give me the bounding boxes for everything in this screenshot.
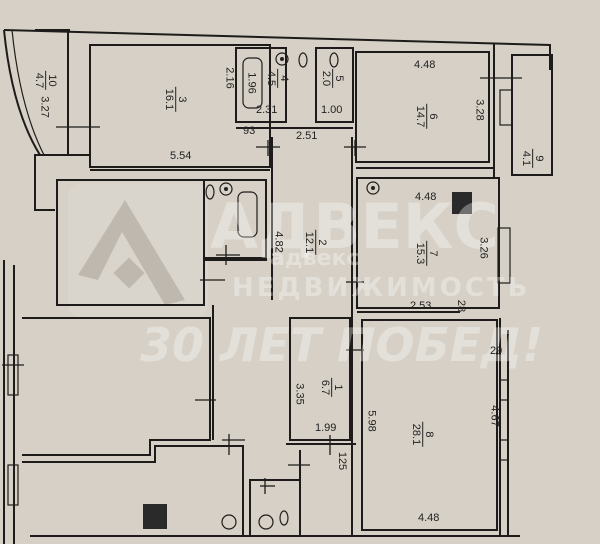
washer-icon (258, 514, 274, 530)
watermark-subtitle: НЕДВИЖИМОСТЬ (232, 273, 531, 303)
room-10-label: 10 4.7 (33, 70, 59, 91)
dimension-label: 93 (243, 125, 256, 137)
watermark-slogan: 30 ЛЕТ ПОБЕД! (140, 318, 544, 372)
room-number: 7 (426, 240, 440, 267)
washer-icon (275, 52, 289, 66)
room-4-label: 4 4.5 (265, 68, 291, 89)
dimension-label: 29 (490, 345, 503, 357)
stove-icon (452, 192, 472, 214)
room-area: 4.5 (265, 70, 278, 87)
room-area: 2.0 (320, 70, 333, 87)
room-area: 12.1 (303, 231, 316, 254)
room-9-label: 9 4.1 (520, 148, 546, 169)
dimension-label: 1.99 (315, 422, 337, 434)
watermark-brand: АДВЕКС (210, 190, 499, 263)
room-area: 16.1 (163, 88, 176, 111)
dimension-label: 2.16 (223, 67, 236, 89)
room-number: 10 (45, 70, 59, 91)
dimension-label: 4.67 (488, 405, 501, 427)
room-area: 28.1 (410, 423, 423, 446)
toilet-icon (279, 510, 289, 526)
toilet-icon (298, 52, 308, 68)
toilet-icon (205, 184, 215, 200)
washer-icon (221, 514, 237, 530)
room-2-label: 2 12.1 (303, 229, 329, 256)
room-number: 5 (332, 68, 346, 89)
dimension-label: 2.51 (296, 130, 318, 142)
watermark-brand-small: адвекс (270, 246, 360, 271)
fixtures (143, 52, 472, 530)
room-area: 14.7 (414, 105, 427, 128)
room-6-label: 6 14.7 (414, 103, 440, 130)
room-number: 8 (422, 421, 436, 448)
dimension-label: 4.48 (414, 59, 436, 71)
stove-icon (143, 504, 167, 529)
toilet-icon (329, 52, 339, 68)
room-number: 3 (175, 86, 189, 113)
dimension-label: 1.00 (321, 104, 343, 116)
room-area: 15.3 (414, 242, 427, 265)
room-number: 6 (426, 103, 440, 130)
dimension-label: 3.26 (477, 237, 490, 259)
room-area: 4.1 (520, 150, 533, 167)
room-number: 4 (277, 68, 291, 89)
dimension-label: 3.27 (38, 96, 51, 118)
room-8-label: 8 28.1 (410, 421, 436, 448)
dimension-label: 4.48 (415, 191, 437, 203)
room-5-label: 5 2.0 (320, 68, 346, 89)
room-7-label: 7 15.3 (414, 240, 440, 267)
washer-icon (366, 181, 380, 195)
dimension-label: 4.48 (418, 512, 440, 524)
dimension-label: 5.54 (170, 150, 192, 162)
walls (3, 29, 553, 544)
room-area: 6.7 (319, 379, 332, 396)
room-3-label: 3 16.1 (163, 86, 189, 113)
dimension-label: 4.82 (272, 231, 285, 253)
dimension-label: 3.28 (473, 99, 486, 121)
dimension-label: 2.31 (256, 104, 278, 116)
door-markers (2, 77, 522, 494)
room-number: 2 (315, 229, 329, 256)
room-number: 9 (532, 148, 546, 169)
room-number: 1 (331, 377, 345, 398)
watermark-logo-icon (68, 183, 208, 318)
dimension-label: 2.53 (410, 300, 432, 312)
room-area: 4.7 (33, 72, 46, 89)
washer-icon (219, 182, 233, 196)
dimension-label: 1.96 (245, 72, 258, 94)
dimension-label: 5.98 (365, 410, 378, 432)
dimension-label: 28 (455, 299, 468, 313)
dimension-label: 125 (336, 451, 349, 471)
room-1-label: 1 6.7 (319, 377, 345, 398)
dimension-label: 3.35 (293, 383, 306, 405)
